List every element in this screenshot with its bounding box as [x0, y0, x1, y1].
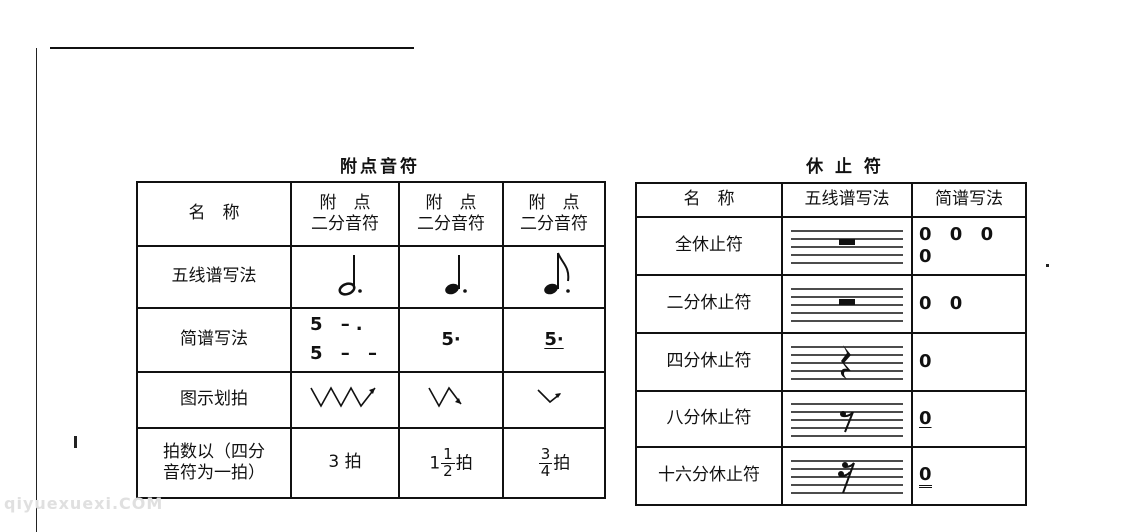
- rest-jianpu-sixteenth: 0: [911, 446, 1027, 506]
- fraction-numerator: 3: [538, 444, 553, 464]
- row-label-beat-diagram: 图示划拍: [136, 371, 292, 429]
- rest-staff-sixteenth: [781, 446, 913, 506]
- rest-jianpu-quarter: 0: [911, 332, 1027, 392]
- table-row: 五线谱写法: [136, 245, 606, 309]
- rest-name-quarter: 四分休止符: [635, 332, 783, 392]
- rest-name-header: 名 称: [635, 182, 783, 218]
- dotted-quarter-note-cell: [398, 245, 504, 309]
- whole-rest-icon: [791, 230, 903, 264]
- rest-jianpu-whole: 0 0 0 0: [911, 216, 1027, 276]
- jianpu-col1-line2: 5 – –: [310, 343, 384, 364]
- top-rule: [50, 47, 414, 49]
- rest-staff-half: [781, 274, 913, 334]
- margin-mark: [1046, 264, 1049, 267]
- beat-unit: 拍: [455, 453, 473, 473]
- rest-name-half: 二分休止符: [635, 274, 783, 334]
- col-header-1: 附 点 二分音符: [290, 181, 400, 247]
- rests-table: 名 称 五线谱写法 简谱写法 全休止符 0 0 0 0 二分休止符 0 0 四分…: [635, 182, 1027, 506]
- rest-name-eighth: 八分休止符: [635, 390, 783, 448]
- watermark: qiyuexuexi.COM: [4, 494, 164, 513]
- rest-jianpu-eighth: 0: [911, 390, 1027, 448]
- rest-jianpu-half: 0 0: [911, 274, 1027, 334]
- margin-mark: [74, 436, 77, 448]
- beat-unit: 拍: [553, 453, 571, 473]
- table-row: 名 称 五线谱写法 简谱写法: [635, 182, 1027, 218]
- quarter-rest-icon: [791, 345, 903, 380]
- dotted-eighth-note-cell: [502, 245, 606, 309]
- rest-jianpu-eighth-value: 0: [919, 407, 932, 429]
- dotted-notes-title: 附点音符: [340, 157, 420, 177]
- dotted-quarter-note-icon: [445, 254, 467, 295]
- col-header-3: 附 点 二分音符: [502, 181, 606, 247]
- table-row: 图示划拍: [136, 371, 606, 429]
- rest-jianpu-header: 简谱写法: [911, 182, 1027, 218]
- row-label-beat-count: 拍数以（四分 音符为一拍）: [136, 427, 292, 499]
- col-header-2: 附 点 二分音符: [398, 181, 504, 247]
- name-header: 名 称: [136, 181, 292, 247]
- rest-name-sixteenth: 十六分休止符: [635, 446, 783, 506]
- table-row: 名 称 附 点 二分音符 附 点 二分音符 附 点 二分音符: [136, 181, 606, 247]
- three-quarter-beat-icon: [537, 389, 561, 403]
- one-and-half-beat-zigzag-icon: [428, 386, 462, 408]
- rest-staff-whole: [781, 216, 913, 276]
- beat-diagram-col1: [290, 371, 400, 429]
- dotted-half-note-cell: [290, 245, 400, 309]
- rest-jianpu-sixteenth-value: 0: [919, 466, 932, 488]
- rest-staff-quarter: [781, 332, 913, 392]
- rest-name-whole: 全休止符: [635, 216, 783, 276]
- left-margin-line: [36, 48, 37, 532]
- beat-count-col2-whole: 1: [429, 453, 441, 473]
- row-label-staff: 五线谱写法: [136, 245, 292, 309]
- rest-staff-eighth: [781, 390, 913, 448]
- rest-staff-header: 五线谱写法: [781, 182, 913, 218]
- fraction-denominator: 4: [540, 461, 551, 480]
- dotted-eighth-note-icon: [544, 252, 570, 295]
- rests-title: 休 止 符: [806, 157, 884, 177]
- jianpu-col3-value: 5·: [544, 328, 564, 350]
- eighth-rest-icon: [791, 403, 903, 437]
- fraction-denominator: 2: [443, 461, 453, 480]
- half-rest-icon: [791, 288, 903, 322]
- table-row: 简谱写法 5 –. 5 – – 5· 5·: [136, 307, 606, 373]
- jianpu-col1-line1: 5 –.: [310, 314, 369, 336]
- jianpu-col3: 5·: [502, 307, 606, 373]
- dotted-notes-table: 名 称 附 点 二分音符 附 点 二分音符 附 点 二分音符 五线谱写法: [136, 181, 606, 499]
- beat-diagram-col2: [398, 371, 504, 429]
- fraction-numerator: 1: [441, 444, 455, 464]
- table-row: 十六分休止符 0: [635, 446, 1027, 506]
- table-row: 二分休止符 0 0: [635, 274, 1027, 334]
- table-row: 八分休止符 0: [635, 390, 1027, 448]
- beat-diagram-col3: [502, 371, 606, 429]
- beat-count-col1: 3 拍: [290, 427, 400, 499]
- table-row: 四分休止符 0: [635, 332, 1027, 392]
- sixteenth-rest-icon: [791, 460, 903, 494]
- row-label-jianpu: 简谱写法: [136, 307, 292, 373]
- jianpu-col1: 5 –. 5 – –: [290, 307, 400, 373]
- table-row: 全休止符 0 0 0 0: [635, 216, 1027, 276]
- three-beat-zigzag-icon: [310, 386, 376, 408]
- dotted-half-note-icon: [338, 254, 362, 296]
- jianpu-col2: 5·: [398, 307, 504, 373]
